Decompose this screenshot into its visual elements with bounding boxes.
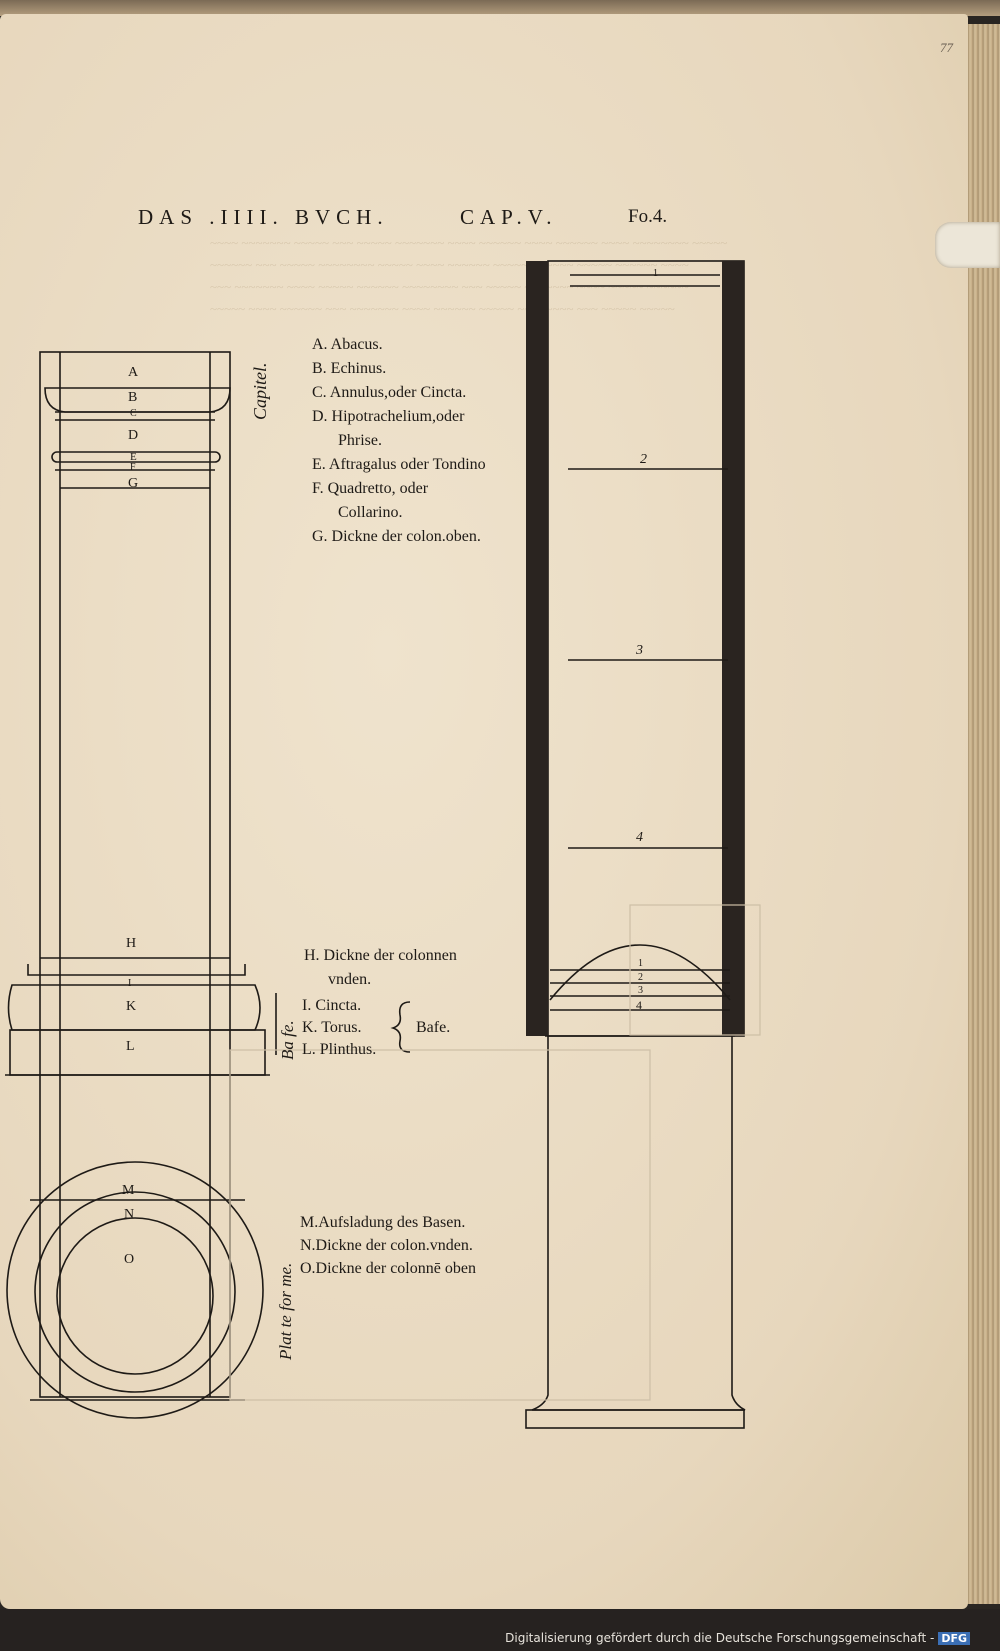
capitel-side-label: Capitel.: [250, 362, 270, 421]
plate-side-label: Plat te for me.: [276, 1262, 295, 1360]
folio-number: 77: [940, 40, 953, 55]
capitel-item-f: F. Quadretto, oder: [312, 480, 429, 497]
capitel-item-c: C. Annulus,oder Cincta.: [312, 384, 467, 401]
base-item-i: I. Cincta.: [302, 997, 362, 1014]
letter-e: E: [130, 451, 137, 463]
right-base-number-4: 4: [636, 998, 642, 1012]
plate-item-m: M.Aufsladung des Basen.: [300, 1214, 466, 1231]
letter-c: C: [130, 408, 137, 419]
letter-f: F: [130, 462, 136, 473]
right-column-outline: [547, 260, 745, 1037]
letter-m: M: [122, 1183, 135, 1198]
capitel-item-e: E. Aftragalus oder Tondino: [312, 456, 486, 473]
plan-middle-circle: [34, 1191, 236, 1393]
capitel-item-d: D. Hipotrachelium,oder: [312, 408, 465, 425]
plate-item-n: N.Dickne der colon.vnden.: [300, 1237, 473, 1254]
right-number-1: 1: [653, 268, 658, 279]
letter-d: D: [128, 428, 139, 443]
capitel-item-b: B. Echinus.: [312, 360, 387, 377]
right-number-4: 4: [636, 830, 643, 845]
footer-credit-text: Digitalisierung gefördert durch die Deut…: [505, 1631, 935, 1645]
capitel-item-d-cont: Phrise.: [338, 432, 382, 449]
letter-a: A: [128, 365, 139, 380]
base-plinth: [9, 1029, 266, 1076]
letter-k: K: [126, 999, 137, 1014]
base-side-label: Ba fe.: [278, 1020, 297, 1060]
plate-item-o: O.Dickne der colonnē oben: [300, 1260, 476, 1277]
footer-credit: Digitalisierung gefördert durch die Deut…: [505, 1631, 970, 1645]
capitel-item-a: A. Abacus.: [312, 336, 383, 353]
right-column-lower: [531, 1036, 746, 1411]
base-brace-label: Bafe.: [416, 1019, 451, 1036]
base-item-k: K. Torus.: [302, 1019, 362, 1036]
dfg-logo: DFG: [938, 1632, 970, 1645]
plan-outer-circle: [6, 1161, 264, 1419]
right-entasis-arc: [549, 944, 731, 1001]
letter-o: O: [124, 1252, 135, 1267]
shaft-bottom-item-h: H. Dickne der colonnen: [304, 947, 457, 964]
running-header-book: DAS .IIII. BVCH.: [138, 205, 389, 229]
capital-echinus: [44, 387, 231, 413]
right-column-plinth: [525, 1409, 745, 1429]
running-header-folio: Fo.4.: [628, 206, 668, 227]
right-number-2: 2: [640, 452, 647, 467]
capitel-item-g: G. Dickne der colon.oben.: [312, 528, 481, 545]
letter-b: B: [128, 390, 138, 405]
base-item-l: L. Plinthus.: [302, 1041, 377, 1058]
base-brace: [390, 1001, 411, 1053]
book-top-edge: [0, 0, 1000, 16]
running-header-chapter: CAP.V.: [460, 205, 558, 229]
bookmark-tab: [935, 222, 1000, 268]
book-page: [0, 14, 968, 1609]
shaft-bottom-item-h-cont: vnden.: [328, 971, 372, 988]
capitel-item-f-cont: Collarino.: [338, 504, 403, 521]
letter-l: L: [126, 1039, 135, 1054]
base-fillet: [27, 964, 246, 976]
footer-bar: [0, 1609, 1000, 1651]
letter-n: N: [124, 1207, 135, 1222]
left-column-outline: [39, 351, 231, 1398]
capital-astragal: [51, 451, 221, 463]
letter-i: I: [128, 978, 132, 989]
right-base-number-1: 1: [638, 958, 643, 969]
letter-g: G: [128, 476, 139, 491]
right-base-number-3: 3: [638, 985, 643, 996]
right-base-number-2: 2: [638, 972, 643, 983]
right-number-3: 3: [636, 643, 643, 658]
letter-h: H: [126, 936, 137, 951]
plan-inner-circle: [56, 1217, 214, 1375]
